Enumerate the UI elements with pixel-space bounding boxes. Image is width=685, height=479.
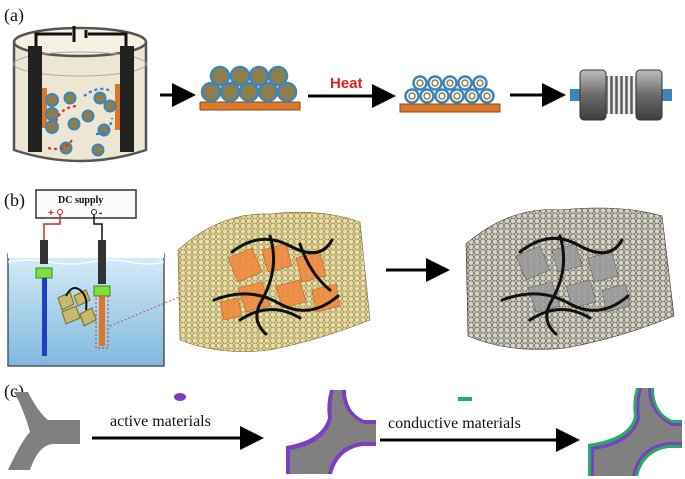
conductive-material-dash bbox=[458, 397, 472, 401]
left-electrode bbox=[28, 46, 42, 152]
active-materials-label: active materials bbox=[110, 413, 211, 430]
dc-supply-label: DC supply bbox=[58, 195, 103, 206]
panel-b-label: (b) bbox=[4, 190, 25, 211]
graphene-composite-after bbox=[465, 207, 675, 350]
circuit-wire bbox=[34, 32, 128, 48]
minus-terminal-icon: - bbox=[99, 208, 102, 219]
battery-cell-icon bbox=[570, 69, 672, 121]
anion-migration-arrow-2 bbox=[95, 117, 114, 136]
left-electrode-holder bbox=[40, 240, 48, 264]
cation-migration-arrow bbox=[54, 104, 77, 123]
cnt-fiber bbox=[65, 287, 88, 311]
working-electrode bbox=[99, 296, 105, 346]
active-material-dot bbox=[174, 393, 186, 401]
dc-supply-box bbox=[35, 189, 137, 219]
particles-in-solution bbox=[45, 91, 117, 157]
graphene-composite-before bbox=[177, 211, 371, 352]
heat-label: Heat bbox=[330, 75, 363, 92]
plus-terminal-icon: + bbox=[48, 208, 54, 219]
positive-wire bbox=[43, 215, 61, 240]
cation-migration-arrow-2 bbox=[47, 139, 73, 151]
deposited-particle-film bbox=[199, 65, 301, 111]
left-electrode-substrate bbox=[42, 88, 47, 128]
minus-terminal-dot bbox=[91, 209, 97, 215]
zoom-region bbox=[95, 295, 109, 349]
bare-fiber-junction bbox=[8, 392, 80, 470]
bath-rim bbox=[8, 250, 164, 258]
hollow-particle-film bbox=[399, 75, 501, 113]
water-surface bbox=[7, 259, 165, 265]
fiber-with-conductive-coating bbox=[588, 388, 682, 476]
anion-migration-arrow bbox=[83, 87, 113, 97]
right-electrode-holder bbox=[98, 240, 106, 284]
left-clamp bbox=[35, 267, 53, 279]
conductive-materials-label: conductive materials bbox=[388, 415, 521, 432]
right-electrode-substrate bbox=[115, 84, 120, 130]
fiber-with-active-coating bbox=[286, 390, 376, 474]
right-electrode bbox=[120, 46, 134, 152]
plus-terminal-dot bbox=[57, 209, 63, 215]
panel-a-label: (a) bbox=[4, 5, 24, 26]
counter-electrode bbox=[42, 278, 47, 356]
negative-wire bbox=[93, 215, 103, 240]
right-clamp bbox=[93, 285, 111, 297]
